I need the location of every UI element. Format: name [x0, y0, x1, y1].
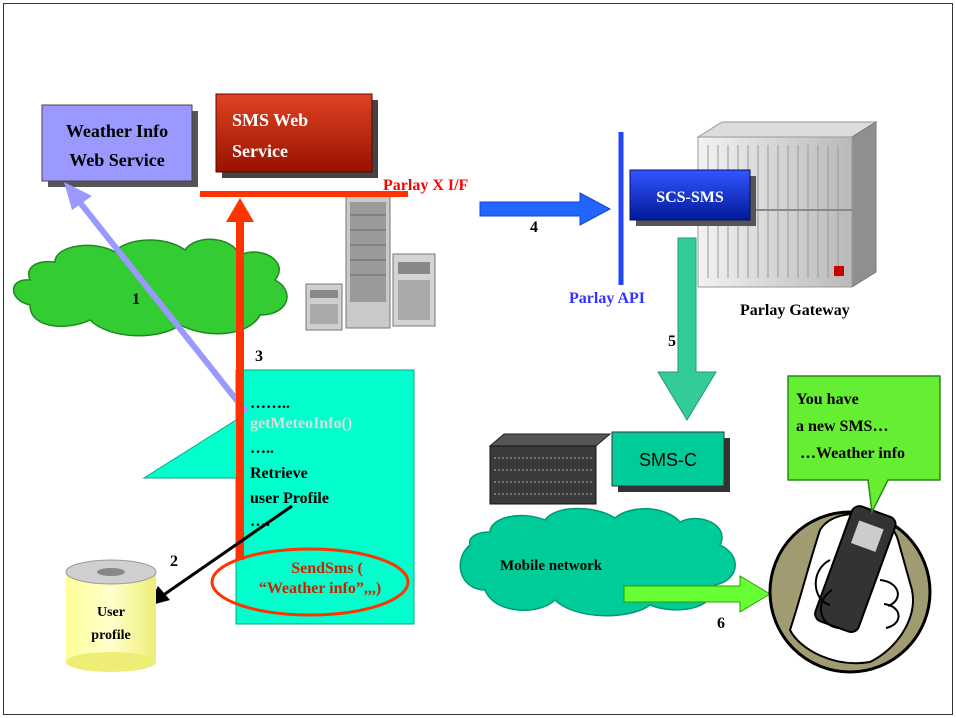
- scs-sms-box: SCS-SMS: [629, 169, 756, 226]
- sms-box-line2: Service: [232, 141, 288, 161]
- step-3-label: 3: [255, 348, 263, 365]
- arrow-6: [623, 575, 771, 613]
- arrow-1: [64, 182, 249, 414]
- sms-box-line1: SMS Web: [232, 110, 308, 130]
- weather-box-line1: Weather Info: [66, 121, 168, 141]
- step-6-label: 6: [717, 615, 725, 632]
- parlay-x-label: Parlay X I/F: [383, 177, 469, 194]
- weather-box-line2: Web Service: [69, 150, 164, 170]
- callout-line-1: ……..: [250, 395, 290, 412]
- user-profile-line2: profile: [91, 628, 130, 643]
- step-4-label: 4: [530, 219, 538, 236]
- user-profile-line1: User: [97, 605, 125, 620]
- smsc-label: SMS-C: [639, 450, 697, 470]
- step-1-label: 1: [132, 291, 140, 308]
- mobile-network-label: Mobile network: [500, 558, 603, 574]
- server-icon: [305, 195, 436, 331]
- parlay-api-label: Parlay API: [569, 290, 645, 307]
- callout-line-4: Retrieve: [250, 465, 308, 482]
- sendsms-line-1: SendSms (: [291, 560, 363, 577]
- callout-line-3: …..: [250, 440, 274, 457]
- arrow-5: [657, 237, 717, 421]
- scs-sms-label: SCS-SMS: [656, 189, 724, 206]
- sendsms-ellipse: [210, 547, 410, 617]
- step-2-label: 2: [170, 553, 178, 570]
- arrow-3: [226, 198, 254, 560]
- parlay-gateway-icon: [696, 121, 878, 288]
- callout-line-2: getMeteoInfo(): [250, 415, 352, 432]
- speech-line-1: You have: [796, 391, 859, 408]
- speech-line-2: a new SMS…: [796, 418, 888, 435]
- step-5-label: 5: [668, 333, 676, 350]
- phone-in-hand-icon: [768, 469, 932, 674]
- sendsms-line-2: “Weather info”,,,): [259, 580, 381, 597]
- sms-web-service-box: SMS Web Service: [215, 93, 378, 178]
- slide-frame: [3, 3, 953, 715]
- weather-info-web-service-box: Weather Info Web Service: [41, 104, 198, 187]
- code-callout: …….. getMeteoInfo() ….. Retrieve user Pr…: [142, 369, 415, 625]
- smsc-rack-icon: [488, 433, 612, 505]
- parlay-gateway-label: Parlay Gateway: [740, 302, 850, 319]
- smsc-box: SMS-C: [611, 431, 730, 492]
- callout-line-5: user Profile: [250, 490, 329, 507]
- speech-line-3: …Weather info: [800, 445, 905, 462]
- arrow-4: [479, 192, 612, 226]
- sms-speech-bubble: You have a new SMS… …Weather info: [787, 375, 941, 515]
- user-profile-database-icon: User profile: [65, 559, 157, 672]
